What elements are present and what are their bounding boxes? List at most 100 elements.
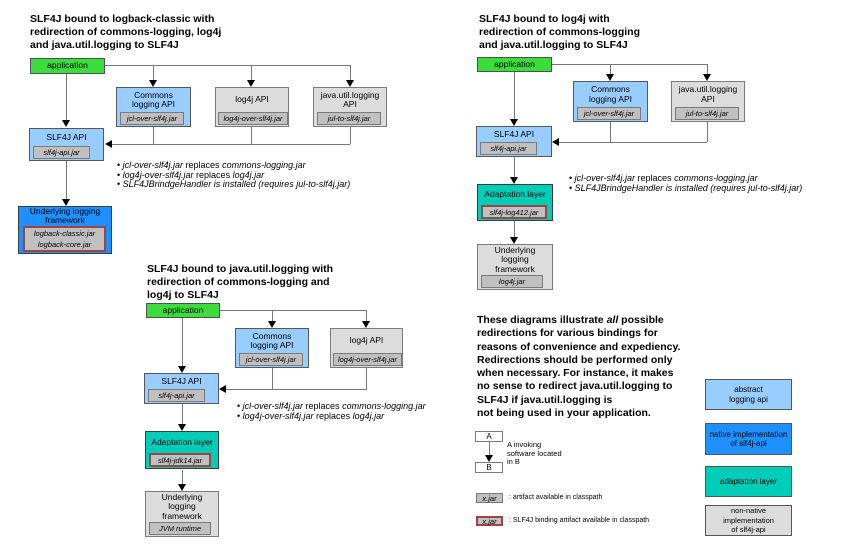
d1-slf4j-api-jar: slf4j-api.jar [33,146,90,159]
d3-underlying-framework-box: Underlying logging framework JVM runtime [145,491,219,537]
d2-bullet-notes: • jcl-over-slf4j.jar replaces commons-lo… [569,173,803,193]
d2-slf4j-to-adaptation-arrowhead [510,177,518,184]
d1-commons-logging-api-box: Commons logging API jcl-over-slf4j.jar [116,87,191,127]
d3-application-label: application [162,304,204,315]
d3-application-box: application [146,303,220,318]
d3-commons-logging-api-box: Commons logging API jcl-over-slf4j.jar [235,328,309,368]
d2-slf4j-api-jar: slf4j-api.jar [480,142,537,155]
d3-return-to-slf4j-arrowhead [219,385,226,393]
d2-jcl-over-slf4j-jar: jcl-over-slf4j.jar [577,107,641,120]
d2-app-to-slf4j-arrowhead [510,119,518,126]
d1-slf4j-api-box: SLF4J API slf4j-api.jar [29,128,104,161]
d3-app-to-slf4j-line [182,318,183,366]
d2-adaptation-layer-box: Adaptation layer slf4j-log412.jar [477,184,553,221]
d1-log4j-api-box: log4j API log4j-over-slf4j.jar [215,87,289,127]
d2-slf4j-api-box: SLF4J API slf4j-api.jar [476,126,552,157]
d3-log4j-api-box: log4j API log4j-over-slf4j.jar [330,328,403,368]
d2-commons-return-line [610,122,611,142]
d3-log4j-api-label: log4j API [349,335,384,346]
d1-app-to-slf4j-line [66,74,67,120]
d3-branch-log4j-arrowhead [362,321,370,328]
legend-ab-line [489,442,490,455]
d3-slf4j-api-jar: slf4j-api.jar [148,389,205,402]
d2-underlying-framework-label: Underlying logging framework [494,244,536,274]
legend-non-native-implementation: non-native implementation of slf4j-api [705,505,792,536]
d2-application-box: application [477,57,552,72]
d1-log4j-api-label: log4j API [235,94,269,105]
d3-commons-return-line [272,368,273,389]
d1-return-to-slf4j-arrowhead [105,140,112,148]
d2-app-to-slf4j-line [514,72,515,119]
d3-jvm-runtime-jar: JVM runtime [149,522,211,535]
d2-application-label: application [494,58,535,69]
d2-adaptation-to-underlying-line [514,221,515,237]
legend-ab-caption: A invoking software located in B [507,440,562,466]
d2-branch-jul-line [707,64,708,74]
d2-jul-to-slf4j-jar: jul-to-slf4j.jar [675,107,739,120]
legend-adaptation-layer: adaptation layer [705,466,792,497]
d2-jul-api-box: java.util.logging API jul-to-slf4j.jar [671,81,745,122]
d1-commons-return-line [153,127,154,144]
d1-slf4j-to-underlying-line [66,161,67,199]
d3-slf4j-jdk14-jar: slf4j-jdk14.jar [149,453,211,467]
d1-application-box: application [30,58,105,74]
d3-slf4j-to-adaptation-line [182,404,183,424]
d3-branch-log4j-line [366,310,367,321]
d3-commons-logging-api-label: Commons logging API [250,330,294,350]
d1-branch-log4j-arrowhead [247,80,255,87]
d2-slf4j-to-adaptation-line [514,157,515,177]
d1-branch-commons-line [153,65,154,80]
d1-app-to-slf4j-arrowhead [62,120,70,127]
d3-log4j-return-line [366,368,367,389]
d1-log4j-over-slf4j-jar: log4j-over-slf4j.jar [218,112,288,125]
d3-bullet-1: • jcl-over-slf4j.jar replaces commons-lo… [237,401,426,411]
d3-adaptation-to-underlying-line [182,470,183,484]
d2-adaptation-layer-label: Adaptation layer [484,189,546,200]
d1-jul-return-line [350,127,351,144]
d2-return-to-slf4j-arrowhead [552,138,559,146]
legend-artifact-caption: : artifact available in classpath [509,494,603,501]
d1-branch-jul-line [350,65,351,80]
d2-slf4j-log412-jar: slf4j-log412.jar [481,205,547,219]
d2-app-branch-line [552,64,707,65]
d3-bullet-notes: • jcl-over-slf4j.jar replaces commons-lo… [237,401,426,421]
d1-jcl-over-slf4j-jar: jcl-over-slf4j.jar [120,112,184,125]
d3-slf4j-api-box: SLF4J API slf4j-api.jar [144,373,219,404]
legend-binding-jar-box: x.jar [476,516,503,526]
d2-slf4j-api-label: SLF4J API [493,128,535,139]
legend-b-box: B [475,462,503,473]
d2-branch-commons-line [610,64,611,74]
legend-artifact-jar-box: x.jar [476,493,503,503]
d2-bullet-1: • jcl-over-slf4j.jar replaces commons-lo… [569,173,758,183]
legend-a-box: A [475,431,503,442]
d3-log4j-over-slf4j-jar: log4j-over-slf4j.jar [333,353,402,366]
d1-bullet-1: • jcl-over-slf4j.jar replaces commons-lo… [117,160,306,170]
d3-adaptation-layer-label: Adaptation layer [151,436,213,447]
legend-b-label: B [486,462,492,472]
legend-a-label: A [486,431,492,441]
d1-bullet-3: • SLF4JBrindgeHandler is installed (requ… [117,179,351,189]
d3-slf4j-to-adaptation-arrowhead [178,424,186,431]
d1-bullet-notes: • jcl-over-slf4j.jar replaces commons-lo… [117,160,351,190]
d2-return-to-slf4j-line [559,142,707,143]
d2-branch-jul-arrowhead [703,74,711,81]
d3-adaptation-to-underlying-arrowhead [178,484,186,491]
d1-bullet-2: • log4j-over-slf4j.jar replaces log4j.ja… [117,169,265,180]
d1-slf4j-api-label: SLF4J API [46,131,87,142]
legend-ab-arrowhead [485,455,493,462]
d1-app-branch-line [105,65,350,66]
d2-commons-logging-api-label: Commons logging API [588,84,632,104]
legend-binding-caption: : SLF4J binding artifact available in cl… [509,517,650,524]
d1-branch-jul-arrowhead [346,80,354,87]
d2-branch-commons-arrowhead [606,74,614,81]
d3-underlying-framework-label: Underlying logging framework [161,491,203,521]
d3-app-to-slf4j-arrowhead [178,366,186,373]
d1-log4j-return-line [251,127,252,144]
d1-slf4j-to-underlying-arrowhead [62,199,70,206]
d2-bullet-2: • SLF4JBrindgeHandler is installed (requ… [569,182,803,193]
d3-app-branch-line [220,310,367,311]
d1-jul-to-slf4j-jar: jul-to-slf4j.jar [317,112,381,125]
legend-native-implementation: native implementation of slf4j-api [705,423,792,455]
d3-slf4j-api-label: SLF4J API [161,375,202,386]
d3-branch-commons-arrowhead [268,321,276,328]
